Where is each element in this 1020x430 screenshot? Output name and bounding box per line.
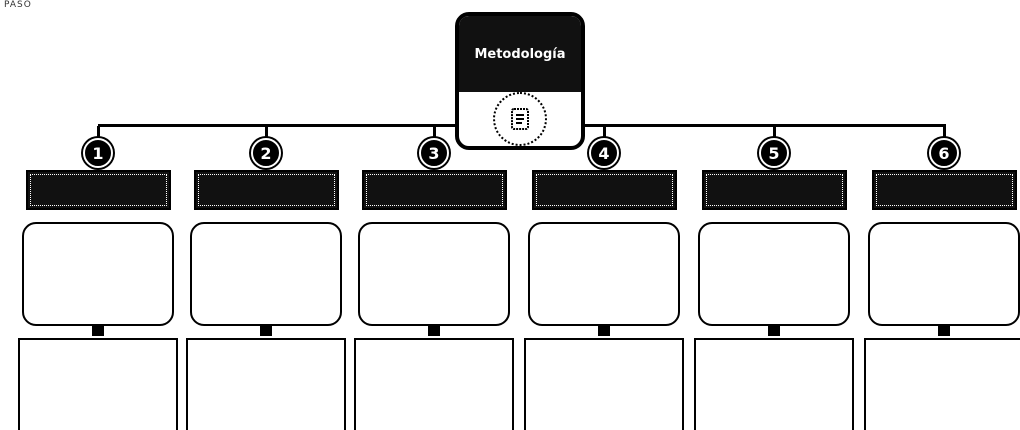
step-title <box>702 170 847 210</box>
step-link-marker <box>768 326 780 336</box>
step-connector <box>943 126 946 142</box>
step-number-badge: 1 <box>83 138 113 168</box>
step-detail <box>864 338 1020 430</box>
step-description <box>868 222 1020 326</box>
step-detail <box>694 338 854 430</box>
checklist-circle-icon <box>493 92 547 146</box>
step-number-badge: 4 <box>589 138 619 168</box>
step-description <box>528 222 680 326</box>
step-title <box>194 170 339 210</box>
root-node: Metodología <box>455 12 585 150</box>
step-title <box>26 170 171 210</box>
step-link-marker <box>92 326 104 336</box>
root-title: Metodología <box>459 16 581 92</box>
step-description <box>698 222 850 326</box>
step-link-marker <box>428 326 440 336</box>
step-connector <box>265 126 268 142</box>
step-number-badge: 6 <box>929 138 959 168</box>
step-detail <box>524 338 684 430</box>
step-description <box>190 222 342 326</box>
step-number-badge: 3 <box>419 138 449 168</box>
step-title <box>532 170 677 210</box>
step-title <box>872 170 1017 210</box>
step-link-marker <box>260 326 272 336</box>
step-link-marker <box>598 326 610 336</box>
step-link-marker <box>938 326 950 336</box>
step-description <box>358 222 510 326</box>
step-detail <box>186 338 346 430</box>
step-connector <box>603 126 606 142</box>
step-title <box>362 170 507 210</box>
step-description <box>22 222 174 326</box>
corner-label: PASO <box>4 0 32 10</box>
step-connector <box>97 126 100 142</box>
step-connector <box>433 126 436 142</box>
step-connector <box>773 126 776 142</box>
step-number-badge: 5 <box>759 138 789 168</box>
step-number-badge: 2 <box>251 138 281 168</box>
step-detail <box>354 338 514 430</box>
step-detail <box>18 338 178 430</box>
